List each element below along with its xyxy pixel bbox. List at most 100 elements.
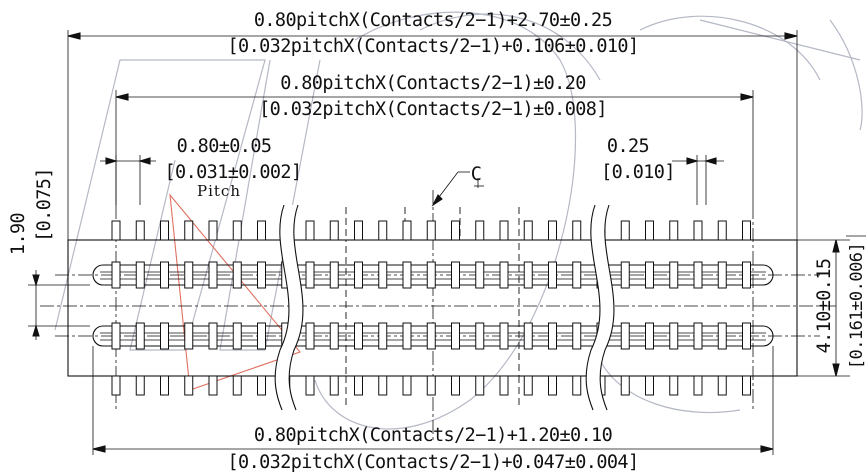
pin-bottom — [232, 375, 242, 396]
contact-pad — [475, 261, 485, 289]
pin-top — [620, 220, 630, 241]
housing-body — [67, 239, 798, 377]
contact-pad — [305, 261, 315, 289]
pin-bottom — [305, 375, 315, 396]
pin-bottom — [160, 375, 169, 396]
break-lines — [274, 204, 615, 411]
pin-bottom — [354, 375, 363, 396]
contact-pad — [378, 322, 388, 350]
centerline-marker: C — [431, 164, 484, 207]
pin-top — [354, 220, 363, 241]
contact-pad — [184, 261, 194, 289]
pin-top — [232, 220, 242, 241]
contact-pad — [548, 322, 557, 350]
width-mm: 4.10±0.15 — [814, 259, 835, 354]
contact-pad — [208, 261, 218, 289]
contact-pad — [378, 261, 388, 289]
contact-pad — [402, 322, 412, 350]
dim-height: 1.90 [0.075] — [8, 168, 90, 340]
pin-bottom — [717, 375, 727, 396]
contact-pad — [135, 322, 145, 350]
pin-bottom — [208, 375, 218, 396]
pin-top — [693, 220, 703, 241]
contact-pad — [257, 322, 266, 350]
contact-pad — [620, 322, 630, 350]
pin-top — [378, 220, 388, 241]
contact-pad — [693, 261, 703, 289]
pin-width-in: [0.010] — [601, 162, 675, 183]
contact-pad — [499, 261, 509, 289]
contact-pad — [742, 322, 751, 350]
pin-bottom — [620, 375, 630, 396]
pin-bottom — [402, 375, 412, 396]
pin-top — [160, 220, 169, 241]
dim-bottom-length: 0.80pitchX(Contacts/2−1)+1.20±0.10 [0.03… — [92, 346, 774, 473]
contact-pad — [232, 261, 242, 289]
contact-pad — [111, 261, 121, 289]
pin-bottom — [499, 375, 509, 396]
height-in: [0.075] — [34, 168, 55, 242]
contact-pad — [305, 322, 315, 350]
pin-top — [669, 220, 679, 241]
contact-pad — [232, 322, 242, 350]
contact-pad — [329, 261, 339, 289]
pin-bottom — [645, 375, 654, 396]
pin-bottom — [426, 375, 436, 396]
contact-pad — [160, 322, 169, 350]
dim-width: 4.10±0.15 [0.161±0.006] — [797, 235, 866, 377]
pin-top — [111, 220, 121, 241]
contact-pad — [717, 261, 727, 289]
bottom-length-in: [0.032pitchX(Contacts/2−1)+0.047±0.004] — [228, 452, 639, 473]
pin-top — [523, 220, 533, 241]
pin-bottom — [111, 375, 121, 396]
centerline-label: C — [471, 164, 482, 185]
contact-pad — [451, 261, 460, 289]
overall-length-mm: 0.80pitchX(Contacts/2−1)+2.70±0.25 — [254, 10, 612, 31]
pin-top — [305, 220, 315, 241]
pin-bottom — [475, 375, 485, 396]
pin-top — [717, 220, 727, 241]
pin-top — [135, 220, 145, 241]
contact-pad — [257, 261, 266, 289]
contact-pad — [499, 322, 509, 350]
pin-bottom — [669, 375, 679, 396]
pin-bottom — [135, 375, 145, 396]
contact-pad — [111, 322, 121, 350]
pin-top — [742, 220, 751, 241]
pin-bottom — [523, 375, 533, 396]
contact-pad — [208, 322, 218, 350]
pin-top — [499, 220, 509, 241]
contact-pad — [402, 261, 412, 289]
height-mm: 1.90 — [8, 213, 29, 255]
pin-bottom — [257, 375, 266, 396]
contact-span-mm: 0.80pitchX(Contacts/2−1)±0.20 — [280, 73, 586, 94]
pin-bottom — [184, 375, 194, 396]
dim-pin-width: 0.25 [0.010] — [601, 136, 724, 205]
contact-pad — [426, 261, 436, 289]
dim-overall-length: 0.80pitchX(Contacts/2−1)+2.70±0.25 [0.03… — [67, 10, 798, 240]
pin-top — [475, 220, 485, 241]
pin-top — [257, 220, 266, 241]
pitch-mm: 0.80±0.05 — [177, 136, 272, 157]
contact-pad — [669, 261, 679, 289]
pin-top — [426, 220, 436, 241]
pin-top — [402, 220, 412, 241]
pin-bottom — [378, 375, 388, 396]
contact-pad — [645, 322, 654, 350]
overall-length-in: [0.032pitchX(Contacts/2−1)+0.106±0.010] — [228, 36, 639, 57]
contact-pad — [572, 322, 582, 350]
pin-top — [572, 220, 582, 241]
contact-pad — [669, 322, 679, 350]
dim-contact-span: 0.80pitchX(Contacts/2−1)±0.20 [0.032pitc… — [115, 73, 754, 205]
contact-pad — [620, 261, 630, 289]
contact-pad — [693, 322, 703, 350]
pin-bottom — [693, 375, 703, 396]
contact-pad — [354, 261, 363, 289]
pitch-in: [0.031±0.002] — [165, 162, 302, 183]
contact-pad — [742, 261, 751, 289]
pin-bottom — [742, 375, 751, 396]
dim-pitch: 0.80±0.05 [0.031±0.002] Pitch — [100, 136, 302, 205]
pin-width-mm: 0.25 — [607, 136, 649, 157]
contact-pins — [111, 220, 751, 396]
